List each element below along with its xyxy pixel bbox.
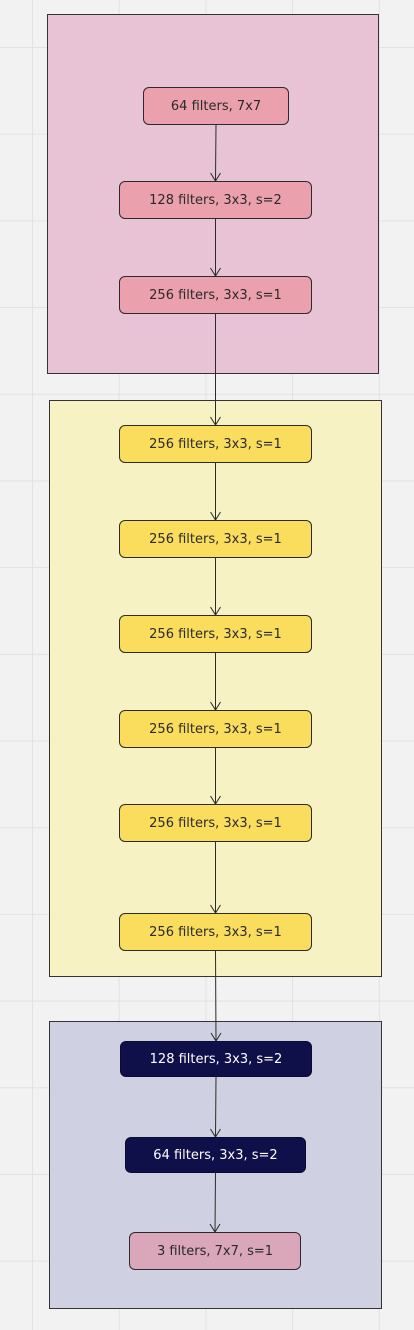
- edge-line-9: [215, 1076, 217, 1138]
- node-residual-4[interactable]: 256 filters, 3x3, s=1: [119, 710, 312, 748]
- node-deconv-64-3x3-s2[interactable]: 64 filters, 3x3, s=2: [125, 1137, 306, 1173]
- node-residual-6[interactable]: 256 filters, 3x3, s=1: [119, 913, 312, 951]
- node-conv-128-3x3-s2[interactable]: 128 filters, 3x3, s=2: [119, 181, 312, 219]
- edge-line-10: [214, 1172, 216, 1233]
- node-residual-2[interactable]: 256 filters, 3x3, s=1: [119, 520, 312, 558]
- node-conv-3-7x7-s1[interactable]: 3 filters, 7x7, s=1: [129, 1232, 301, 1270]
- node-residual-1[interactable]: 256 filters, 3x3, s=1: [119, 425, 312, 463]
- node-conv-64-7x7[interactable]: 64 filters, 7x7: [143, 87, 289, 125]
- edge-line-8: [215, 950, 217, 1042]
- node-residual-5[interactable]: 256 filters, 3x3, s=1: [119, 804, 312, 842]
- edge-line-0: [215, 124, 217, 182]
- node-conv-256-3x3-s1[interactable]: 256 filters, 3x3, s=1: [119, 276, 312, 314]
- node-deconv-128-3x3-s2[interactable]: 128 filters, 3x3, s=2: [120, 1041, 312, 1077]
- node-residual-3[interactable]: 256 filters, 3x3, s=1: [119, 615, 312, 653]
